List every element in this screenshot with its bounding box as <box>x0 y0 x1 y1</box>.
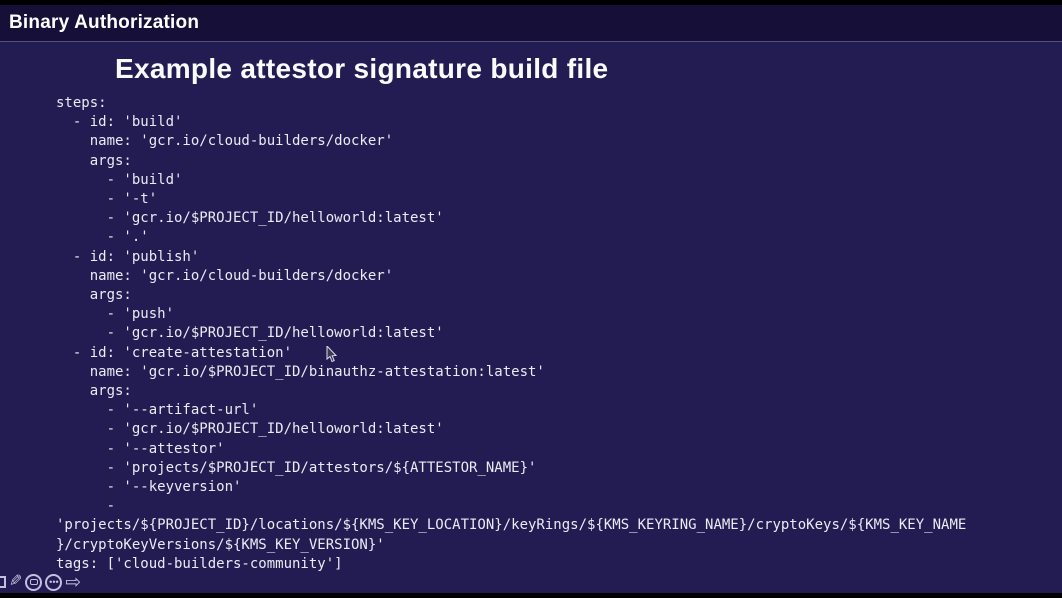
header-title: Binary Authorization <box>9 12 200 33</box>
screen-glyph <box>29 579 38 585</box>
pencil-icon[interactable]: ✎ <box>9 573 23 590</box>
slide-header: Binary Authorization <box>0 5 1062 41</box>
more-options-icon[interactable]: ••• <box>45 573 63 591</box>
top-letterbox-bar <box>0 0 1062 5</box>
slide-title: Example attestor signature build file <box>115 53 609 84</box>
slide-body: Example attestor signature build file st… <box>0 42 1062 593</box>
header-divider <box>0 41 1062 42</box>
slideshow-icon[interactable] <box>25 573 43 591</box>
presenter-toolbar: ✎ ••• ⇨ <box>0 572 81 592</box>
ellipsis-glyph: ••• <box>49 576 59 587</box>
yaml-code-block: steps: - id: 'build' name: 'gcr.io/cloud… <box>56 95 967 572</box>
mouse-cursor <box>326 346 338 363</box>
square-icon[interactable] <box>0 576 6 588</box>
next-arrow-icon[interactable]: ⇨ <box>65 570 82 593</box>
bottom-letterbox-bar <box>0 593 1062 598</box>
